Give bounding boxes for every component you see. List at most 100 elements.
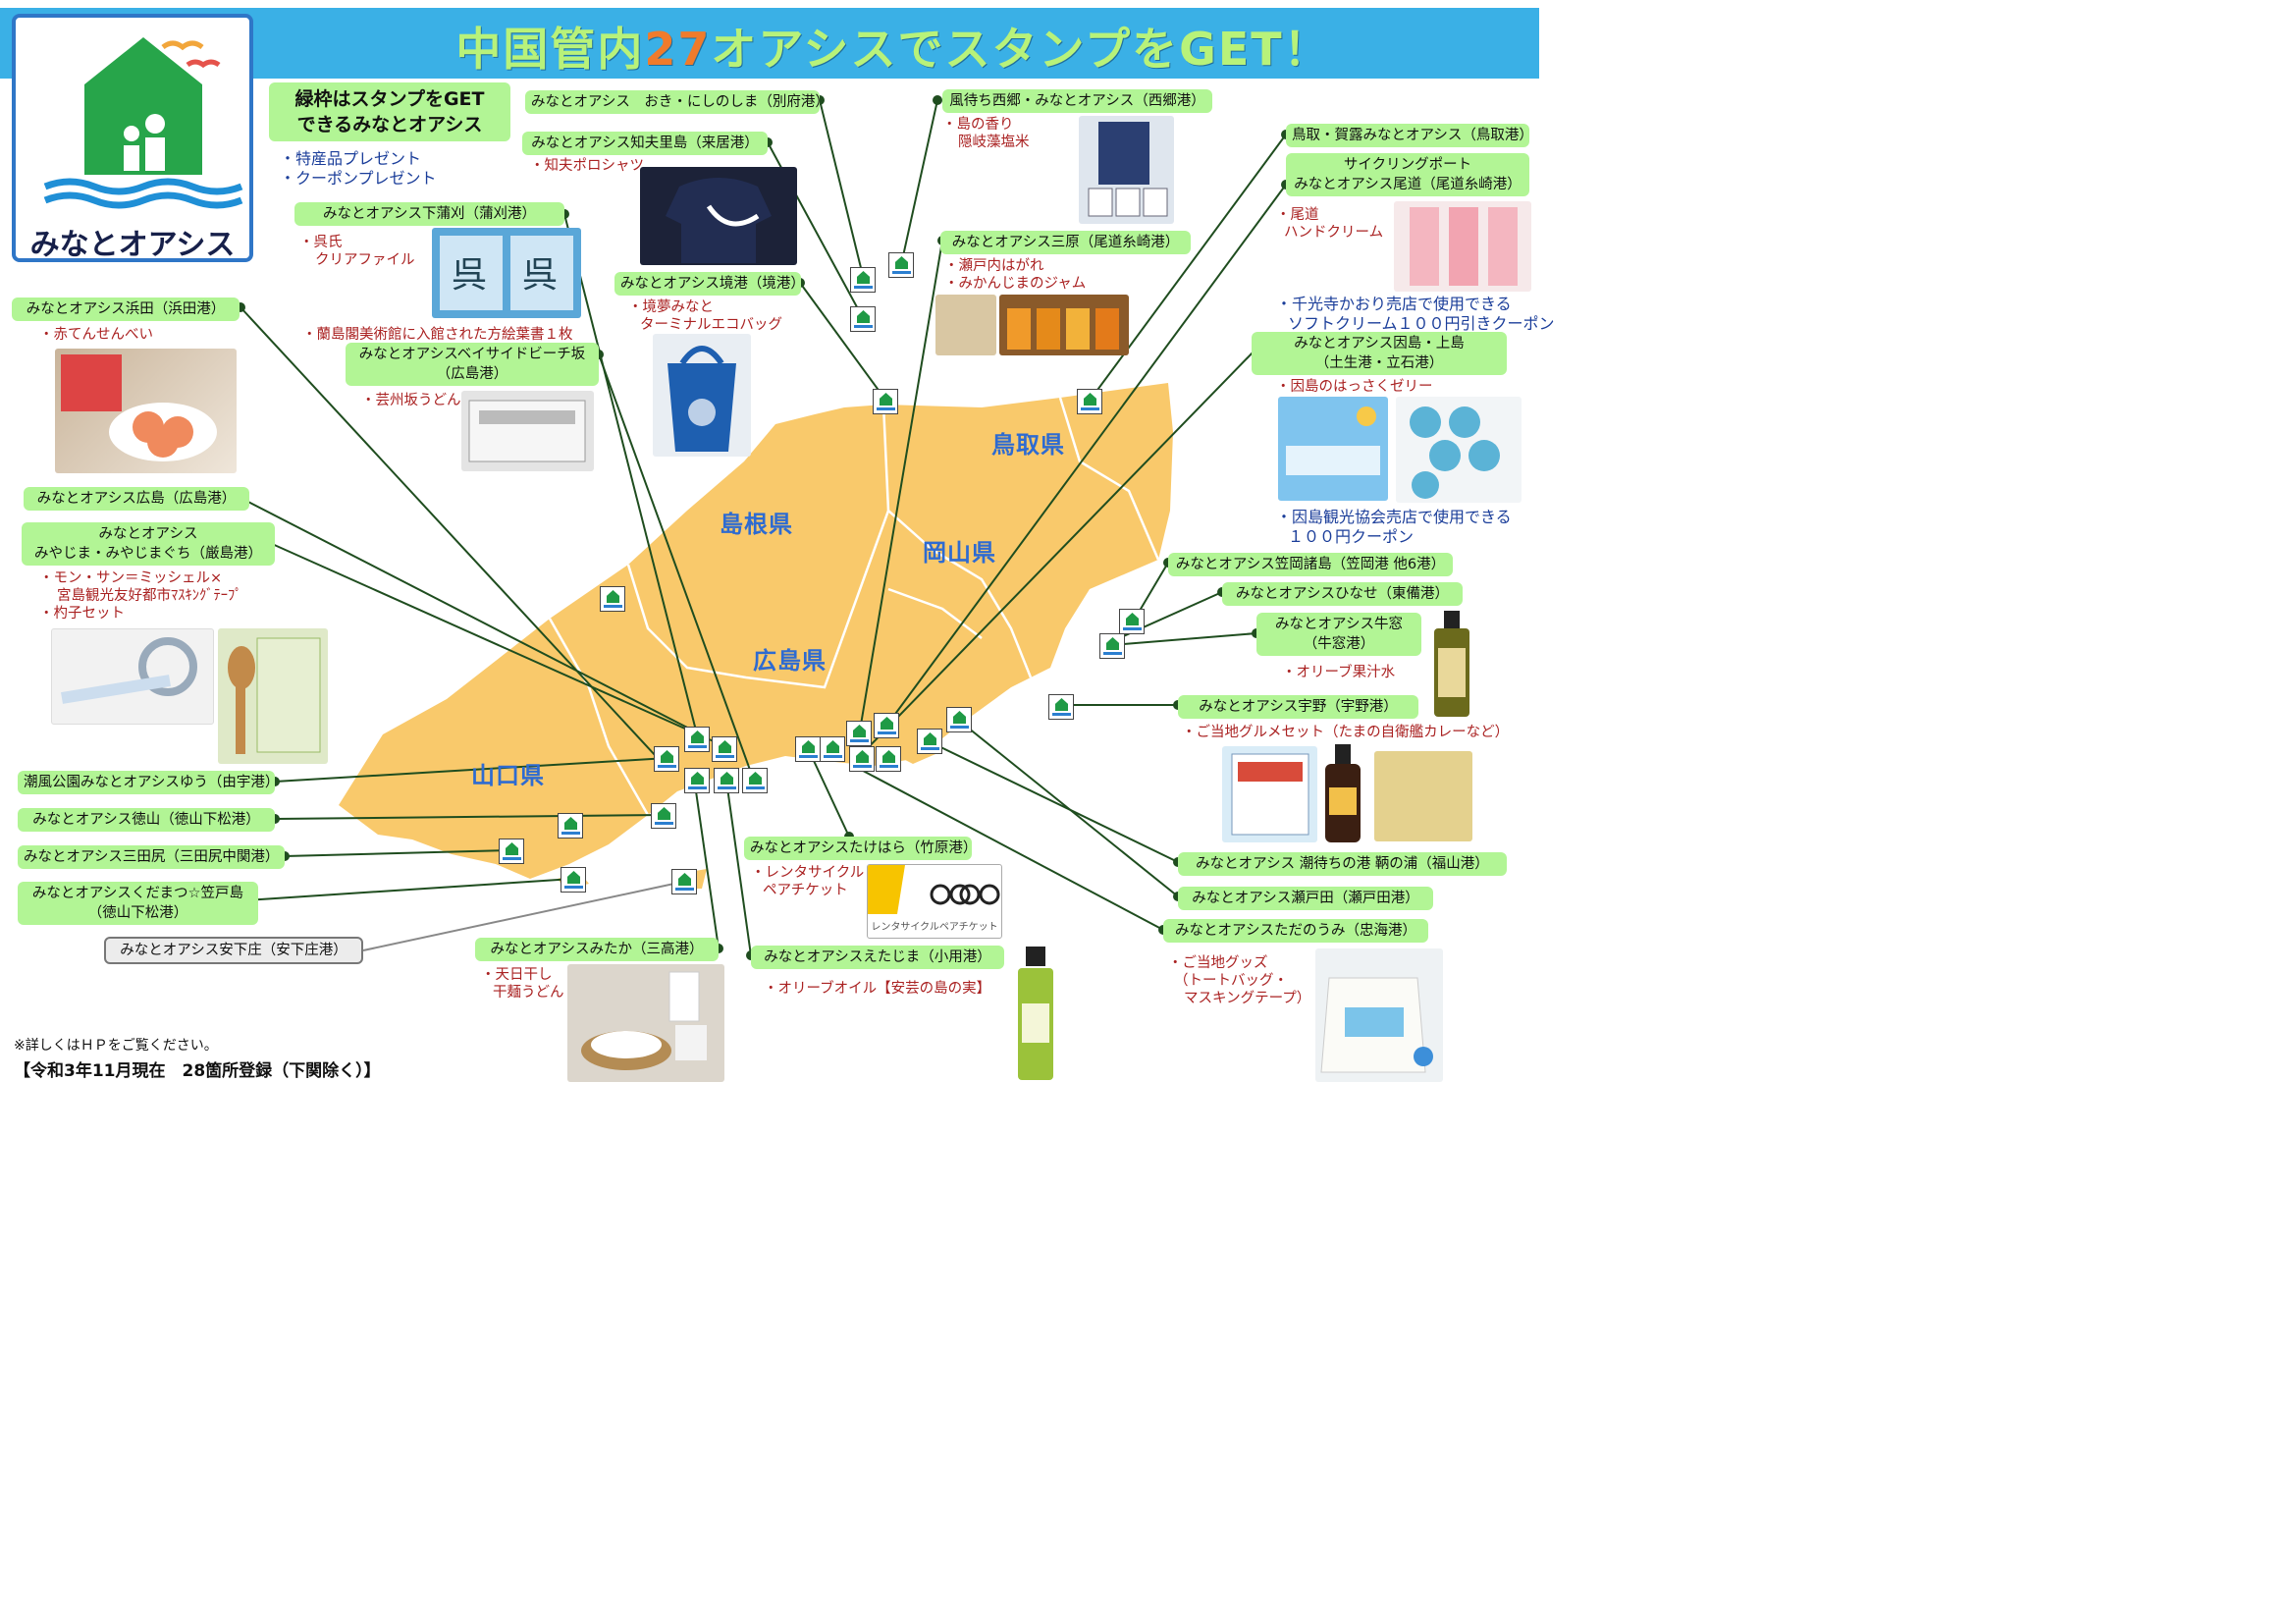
photo-hoshi-udon <box>567 964 724 1082</box>
station-label-oki[interactable]: みなとオアシス おき・にしのしま（別府港） <box>525 90 829 114</box>
station-notes-miyajima: ・モン・サン＝ミッシェル×宮島観光友好都市ﾏｽｷﾝｸﾞﾃｰﾌﾟ・杓子セット <box>39 570 242 622</box>
title-banner: 中国管内27オアシスでスタンプをGET！ <box>0 8 1539 79</box>
stamp-marker-icon <box>1099 633 1125 659</box>
stamp-marker-icon <box>651 803 676 829</box>
station-label-yasushitasho[interactable]: みなとオアシス安下庄（安下庄港） <box>104 937 363 964</box>
prefecture-borders <box>548 397 1160 816</box>
polo-shirt-image <box>666 178 772 263</box>
photo-masking-tape <box>51 628 214 725</box>
station-label-kasaoka[interactable]: みなとオアシス笠岡諸島（笠岡港 他6港） <box>1168 553 1453 576</box>
station-label-ushimado[interactable]: みなとオアシス牛窓（牛窓港） <box>1256 613 1421 656</box>
sauce-bottle-image <box>1325 744 1361 842</box>
stamp-marker-icon <box>876 746 901 772</box>
station-label-bayside[interactable]: みなとオアシスベイサイドビーチ坂（広島港） <box>346 343 599 386</box>
station-notes-onomichi-coupon: ・千光寺かおり売店で使用できるソフトクリーム１００円引きクーポン <box>1276 295 1555 333</box>
stamp-marker-icon <box>846 721 872 746</box>
prefecture-label-okayama: 岡山県 <box>923 539 996 567</box>
station-label-tottori[interactable]: 鳥取・賀露みなとオアシス（鳥取港） <box>1286 124 1533 147</box>
station-notes-takehara: ・レンタサイクルペアチケット <box>751 865 865 898</box>
bicycle-icon <box>868 865 1000 914</box>
station-notes-bayside: ・芸州坂うどん <box>361 393 461 408</box>
station-label-uno[interactable]: みなとオアシス宇野（宇野港） <box>1178 695 1418 719</box>
jam-jars-image <box>1007 308 1119 350</box>
station-label-hinase[interactable]: みなとオアシスひなせ（東備港） <box>1222 582 1463 606</box>
photo-olive-oil <box>1012 945 1059 1082</box>
station-label-mihara[interactable]: みなとオアシス三原（尾道糸崎港） <box>940 231 1191 254</box>
stamp-marker-icon <box>742 768 768 793</box>
station-label-tadanoumi[interactable]: みなとオアシスただのうみ（忠海港） <box>1163 919 1428 943</box>
prefecture-label-yamaguchi: 山口県 <box>471 762 545 789</box>
stamp-marker-icon <box>850 306 876 332</box>
station-label-hamada[interactable]: みなとオアシス浜田（浜田港） <box>12 298 240 321</box>
photo-sauce-bottle <box>1317 742 1368 844</box>
stamp-marker-icon <box>561 867 586 893</box>
photo-jieikan-curry <box>1222 746 1317 842</box>
footer-note: ※詳しくはＨＰをご覧ください。 <box>14 1038 218 1054</box>
stamp-marker-icon <box>654 746 679 772</box>
photo-shakushi-set <box>218 628 328 764</box>
station-label-saigo[interactable]: 風待ち西郷・みなとオアシス（西郷港） <box>942 89 1212 113</box>
olive-oil-image <box>1018 947 1053 1080</box>
station-label-shimokamagari[interactable]: みなとオアシス下蒲刈（蒲刈港） <box>294 202 564 226</box>
station-notes-uno: ・ご当地グルメセット（たまの自衛艦カレーなど） <box>1182 725 1510 740</box>
ticket-text: レンタサイクルペアチケット <box>871 922 998 933</box>
station-label-setoda[interactable]: みなとオアシス瀬戸田（瀬戸田港） <box>1178 887 1433 910</box>
station-notes-innoshima: ・因島のはっさくゼリー <box>1276 379 1433 395</box>
stamp-marker-icon <box>600 586 625 612</box>
station-notes-saigo: ・島の香り隠岐藻塩米 <box>942 117 1030 150</box>
station-label-sakaiminato[interactable]: みなとオアシス境港（境港） <box>614 272 805 296</box>
stickers-image <box>1410 406 1500 499</box>
photo-rental-cycle-ticket: レンタサイクルペアチケット <box>867 864 1002 939</box>
station-label-onomichi[interactable]: サイクリングポートみなとオアシス尾道（尾道糸崎港） <box>1286 153 1529 196</box>
udon-bowl-image <box>581 971 707 1070</box>
stamp-marker-icon <box>873 389 898 414</box>
photo-olive-juice <box>1428 609 1475 719</box>
photo-akaten-senbei <box>55 349 237 473</box>
station-label-takehara[interactable]: みなとオアシスたけはら（竹原港） <box>744 837 977 860</box>
station-label-tokuyama[interactable]: みなとオアシス徳山（徳山下松港） <box>18 808 275 832</box>
station-notes-ushimado: ・オリーブ果汁水 <box>1282 665 1396 680</box>
stamp-marker-icon <box>499 839 524 864</box>
station-label-tomonoura[interactable]: みなとオアシス 潮待ちの港 鞆の浦（福山港） <box>1178 852 1507 876</box>
stamp-marker-icon <box>820 736 845 762</box>
station-label-yu[interactable]: 潮風公園みなとオアシスゆう（由宇港） <box>18 771 279 794</box>
page-title: 中国管内27オアシスでスタンプをGET！ <box>455 23 1331 76</box>
station-label-miyajima[interactable]: みなとオアシスみやじま・みやじまぐち（厳島港） <box>22 522 275 566</box>
logo-house-icon <box>43 37 243 209</box>
chugoku-land <box>339 383 1173 879</box>
photo-kure-clear-file: 呉呉 <box>432 228 581 318</box>
photo-setouchi-hagare <box>935 295 996 355</box>
stamp-marker-icon <box>714 768 739 793</box>
svg-text:呉: 呉 <box>452 255 487 296</box>
salt-rice-image <box>1088 122 1168 217</box>
prefecture-label-tottori: 鳥取県 <box>991 431 1065 459</box>
stamp-marker-icon <box>712 736 737 762</box>
olive-bottle-image <box>1434 611 1469 717</box>
photo-tamano-blend <box>1374 751 1472 841</box>
eco-bag-image <box>667 346 736 452</box>
photo-mikan-jam <box>999 295 1129 355</box>
senbei-image <box>61 354 217 461</box>
photo-chibu-polo-shirt <box>640 167 797 265</box>
station-label-mitajiri[interactable]: みなとオアシス三田尻（三田尻中関港） <box>18 845 285 869</box>
station-label-chibu[interactable]: みなとオアシス知夫里島（来居港） <box>522 132 768 155</box>
station-label-innoshima[interactable]: みなとオアシス因島・上島（土生港・立石港） <box>1252 332 1507 375</box>
station-notes-chibu: ・知夫ポロシャツ <box>530 158 644 174</box>
legend-items: ・特産品プレゼント・クーポンプレゼント <box>280 149 437 188</box>
station-notes-sakaiminato: ・境夢みなとターミナルエコバッグ <box>628 299 782 333</box>
station-notes-mitaka: ・天日干し干麺うどん <box>481 967 564 1001</box>
curry-box-image <box>1231 753 1309 836</box>
stamp-marker-icon <box>671 869 697 894</box>
clear-file-image: 呉呉 <box>440 236 573 310</box>
jelly-box-image <box>1286 406 1380 475</box>
tote-bag-image <box>1320 977 1433 1073</box>
stamp-marker-icon <box>849 746 875 772</box>
station-label-mitaka[interactable]: みなとオアシスみたか（三高港） <box>475 938 719 961</box>
station-label-kudamatsu[interactable]: みなとオアシスくだまつ☆笠戸島（徳山下松港） <box>18 882 258 925</box>
station-label-etajima[interactable]: みなとオアシスえたじま（小用港） <box>751 946 1004 969</box>
footer-status: 【令和3年11月現在 28箇所登録（下関除く）】 <box>14 1061 381 1081</box>
photo-coupon-stickers <box>1396 397 1522 503</box>
station-label-hiroshima[interactable]: みなとオアシス広島（広島港） <box>24 487 249 511</box>
